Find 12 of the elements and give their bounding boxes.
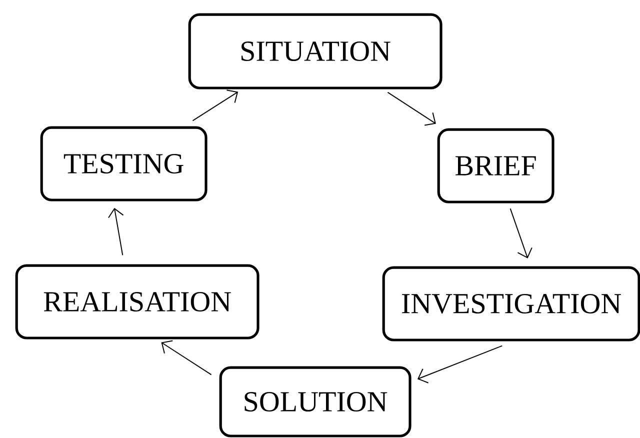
- arrow: [387, 92, 436, 126]
- arrow: [417, 345, 503, 384]
- process-box: SITUATION: [188, 13, 442, 90]
- arrow: [510, 208, 532, 258]
- process-box: BRIEF: [437, 128, 554, 204]
- arrow: [108, 208, 124, 256]
- arrow: [161, 340, 212, 376]
- process-box: INVESTIGATION: [382, 266, 640, 342]
- process-box: TESTING: [40, 126, 208, 202]
- process-box: REALISATION: [15, 264, 260, 340]
- process-box: SOLUTION: [219, 366, 412, 438]
- arrow: [192, 90, 238, 122]
